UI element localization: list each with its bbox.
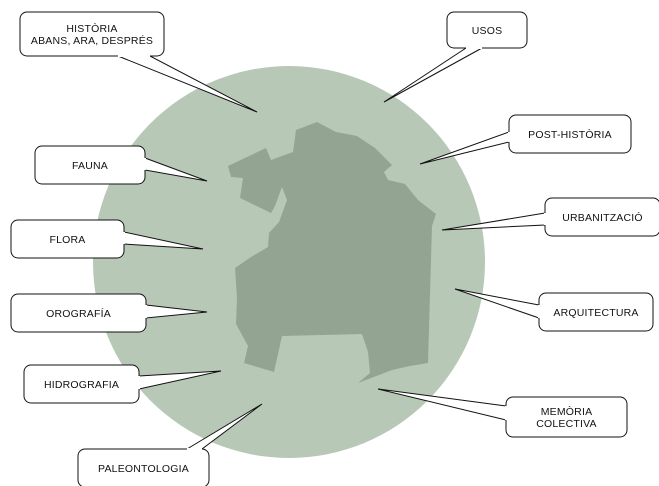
callout-pointer	[383, 47, 483, 103]
callout-orografia: OROGRAFÍA	[10, 293, 208, 333]
callout-label: MEMÒRIA	[541, 405, 593, 418]
callout-label: HISTÒRIA	[66, 22, 117, 35]
callout-label: ABANS, ARA, DESPRÉS	[31, 34, 153, 47]
callout-urbanitzacio: URBANITZACIÓ	[441, 197, 659, 237]
callout-box	[19, 11, 165, 57]
callout-usos: USOS	[383, 11, 528, 103]
callout-label: FAUNA	[72, 160, 108, 172]
callout-label: USOS	[472, 25, 503, 37]
callout-label: COLECTIVA	[536, 418, 597, 430]
callout-label: OROGRAFÍA	[46, 307, 111, 320]
callout-fauna: FAUNA	[34, 145, 208, 185]
callout-box	[77, 448, 210, 486]
callout-label: POST-HISTÒRIA	[528, 128, 612, 141]
callout-hidrografia: HIDROGRAFIA	[23, 364, 222, 404]
callout-label: PALEONTOLOGIA	[98, 463, 189, 475]
callout-paleontologia: PALEONTOLOGIA	[77, 403, 263, 486]
callout-box	[446, 11, 528, 49]
callout-arquitectura: ARQUITECTURA	[454, 288, 654, 332]
territory-map-shape	[228, 122, 436, 383]
callout-label: FLORA	[49, 234, 85, 246]
callout-label: HIDROGRAFIA	[44, 379, 119, 391]
callout-label: ARQUITECTURA	[553, 307, 638, 319]
callout-label: URBANITZACIÓ	[562, 211, 643, 224]
callout-post-historia: POST-HISTÒRIA	[419, 114, 632, 165]
callout-flora: FLORA	[10, 219, 204, 259]
